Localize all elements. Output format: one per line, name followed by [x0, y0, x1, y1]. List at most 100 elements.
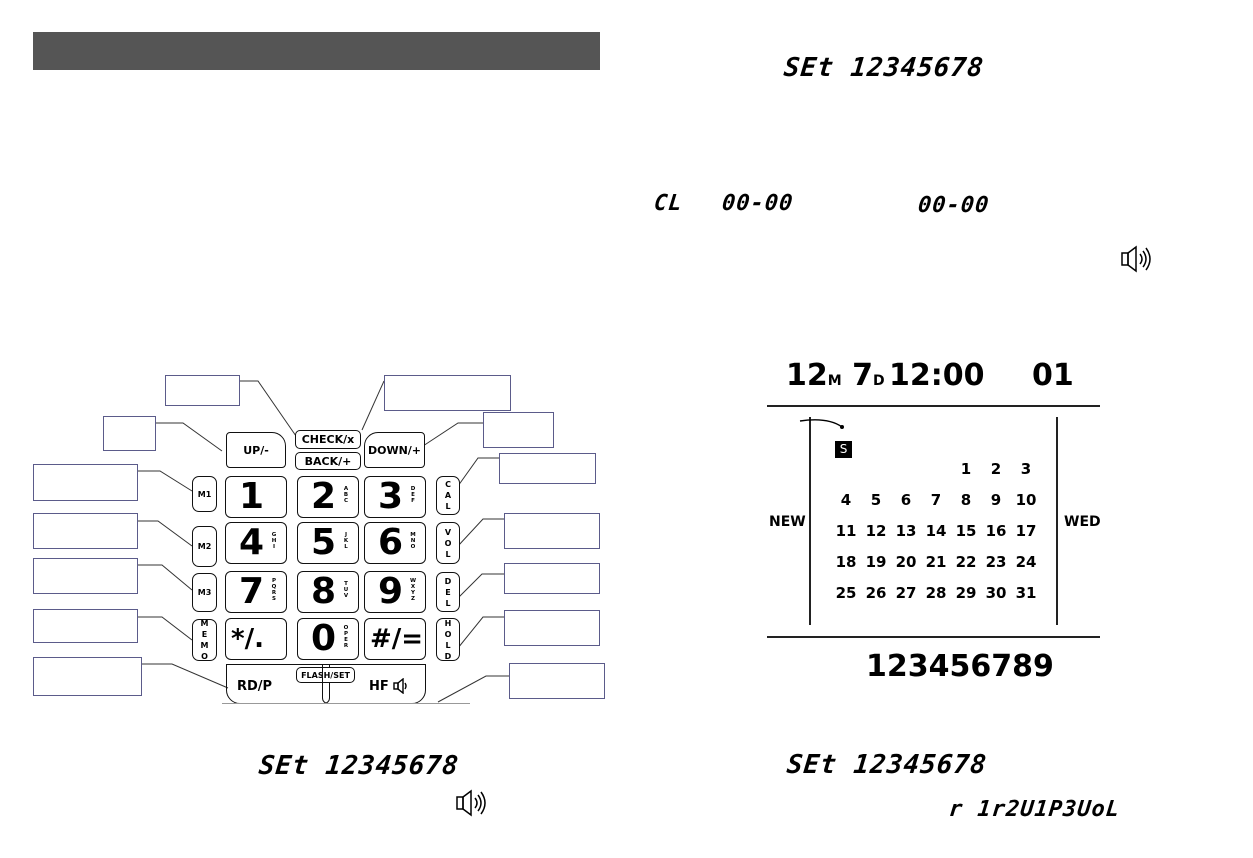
- digit-key[interactable]: */.: [225, 618, 287, 660]
- lcd-set-display-bottom-left: SEt 12345678: [257, 751, 461, 781]
- calendar-day-cell: [861, 459, 891, 490]
- callout-box-m3: [33, 558, 138, 594]
- check-button[interactable]: CHECK/x: [295, 430, 361, 449]
- section-title-bar: [33, 32, 600, 70]
- calendar-day-cell: [921, 459, 951, 490]
- del-button[interactable]: DEL: [436, 572, 460, 612]
- digit-letters: MNO: [410, 532, 416, 550]
- callout-box-memo: [33, 609, 138, 643]
- vol-button[interactable]: VOL: [436, 522, 460, 564]
- callout-box-m1: [33, 464, 138, 501]
- calendar-day-cell: 1: [960, 460, 972, 478]
- calendar-day-cell: 12: [865, 522, 887, 540]
- calendar-day-cell: 29: [955, 584, 977, 602]
- memo-label: MEMO: [200, 619, 209, 661]
- calendar-day-cell: 23: [985, 553, 1007, 571]
- m2-button[interactable]: M2: [192, 526, 217, 567]
- vol-label: VOL: [444, 527, 452, 559]
- back-button[interactable]: BACK/+: [295, 452, 361, 470]
- digit-key[interactable]: 1: [225, 476, 287, 518]
- digit-label: 3: [378, 476, 404, 517]
- callout-box-down: [483, 412, 554, 448]
- m3-button[interactable]: M3: [192, 573, 217, 612]
- digit-letters: PQRS: [271, 578, 277, 602]
- calendar-bottom-rule: [767, 636, 1100, 638]
- calendar-day-cell: 8: [960, 491, 972, 509]
- digit-key[interactable]: 0 OPER: [297, 618, 359, 660]
- speaker-icon: [1120, 244, 1154, 278]
- calendar-day-cell: [831, 459, 861, 490]
- hf-button[interactable]: HF: [322, 664, 426, 704]
- calendar-day-cell: 17: [1015, 522, 1037, 540]
- digit-label: 9: [378, 571, 404, 612]
- digit-label: 4: [239, 522, 265, 563]
- keypad-base-line: [222, 703, 470, 704]
- del-label: DEL: [444, 576, 452, 608]
- calendar-day-cell: 30: [985, 584, 1007, 602]
- digit-letters: OPER: [343, 625, 349, 649]
- callout-box-hf: [509, 663, 605, 699]
- digit-label: */.: [231, 624, 264, 654]
- calendar-day-cell: 31: [1015, 584, 1037, 602]
- cal-button[interactable]: CAL: [436, 476, 460, 515]
- calendar-left-rule: [809, 417, 811, 625]
- callout-box-cal: [499, 453, 596, 484]
- callout-box-hold: [504, 610, 600, 646]
- digit-label: 0: [311, 618, 337, 659]
- digit-key[interactable]: 5 JKL: [297, 522, 359, 564]
- digit-letters: WXYZ: [410, 578, 417, 602]
- calendar-number-display: 123456789: [866, 649, 1054, 684]
- down-button[interactable]: DOWN/+: [364, 432, 425, 468]
- cal-label: CAL: [444, 480, 452, 511]
- digit-label: 6: [378, 522, 404, 563]
- calendar-day-cell: 28: [925, 584, 947, 602]
- hold-button[interactable]: HOLD: [436, 618, 460, 661]
- digit-label: 8: [311, 571, 337, 612]
- calendar-day: 7: [852, 358, 874, 393]
- calendar-day-cell: 3: [1020, 460, 1032, 478]
- calendar-day-cell: 14: [925, 522, 947, 540]
- calendar-count: 01: [1032, 358, 1074, 393]
- digit-key[interactable]: 9 WXYZ: [364, 571, 426, 613]
- digit-key[interactable]: 4 GHI: [225, 522, 287, 564]
- digit-key[interactable]: 6 MNO: [364, 522, 426, 564]
- digit-key[interactable]: #/=: [364, 618, 426, 660]
- calendar-day-cell: 15: [955, 522, 977, 540]
- digit-label: #/=: [370, 624, 424, 654]
- callout-box-rdp: [33, 657, 142, 696]
- calendar-day-cell: 11: [835, 522, 857, 540]
- digit-label: 5: [311, 522, 337, 563]
- up-button[interactable]: UP/-: [226, 432, 286, 468]
- weekday-label: WED: [1064, 514, 1101, 530]
- calendar-day-cell: 6: [900, 491, 912, 509]
- m1-button[interactable]: M1: [192, 476, 217, 512]
- calendar-day-cell: 26: [865, 584, 887, 602]
- new-label: NEW: [769, 514, 806, 530]
- calendar-day-cell: [891, 459, 921, 490]
- callout-box-check: [165, 375, 240, 406]
- digit-letters: TUV: [343, 581, 349, 599]
- digit-label: 1: [239, 476, 265, 517]
- digit-key[interactable]: 7 PQRS: [225, 571, 287, 613]
- digit-key[interactable]: 8 TUV: [297, 571, 359, 613]
- calendar-day-cell: 10: [1015, 491, 1037, 509]
- memo-button[interactable]: MEMO: [192, 619, 217, 661]
- calendar-time: 12:00: [889, 358, 985, 393]
- lcd-ring-volume: r 1r2U1P3UoL: [947, 797, 1122, 822]
- calendar-day-cell: 7: [930, 491, 942, 509]
- digit-letters: JKL: [343, 532, 349, 550]
- lcd-set-display-bottom-right: SEt 12345678: [785, 750, 989, 780]
- digit-letters: GHI: [271, 532, 277, 550]
- calendar-day-cell: 20: [895, 553, 917, 571]
- s-badge: S: [835, 441, 852, 458]
- calendar-top-rule: [767, 405, 1100, 407]
- calendar-day-cell: 18: [835, 553, 857, 571]
- calendar-right-rule: [1056, 417, 1058, 625]
- calendar-day-cell: 5: [870, 491, 882, 509]
- digit-label: 7: [239, 571, 265, 612]
- digit-letters: ABC: [343, 486, 349, 504]
